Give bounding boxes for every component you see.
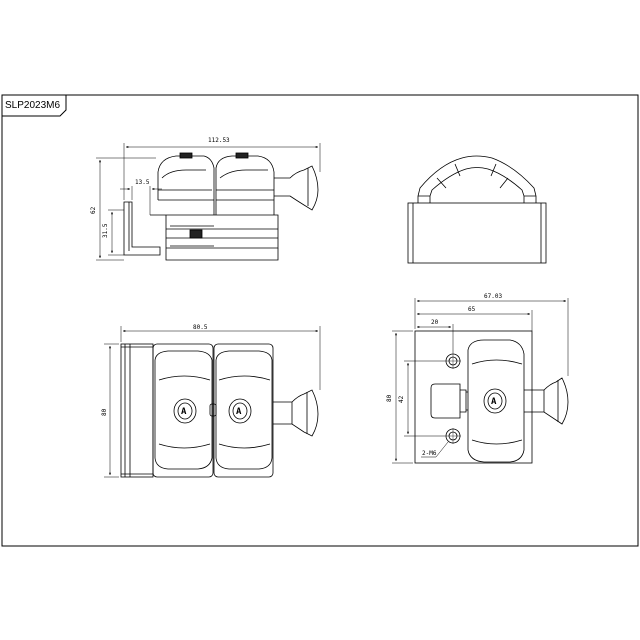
mounting-overall-width-label: 67.03 xyxy=(484,293,502,300)
side-view-dimensions xyxy=(96,143,321,261)
mounting-view-dimensions xyxy=(392,298,569,464)
side-overall-width-label: 112.53 xyxy=(208,137,230,144)
side-inner-height-label: 31.5 xyxy=(102,223,109,238)
mounting-height-label: 80 xyxy=(386,394,393,402)
mounting-hole-offset-label: 20 xyxy=(431,319,439,326)
part-number-label: SLP2023M6 xyxy=(5,100,60,111)
front-logo-left: A xyxy=(181,407,187,417)
top-view xyxy=(407,155,547,264)
mounting-width-label: 65 xyxy=(468,306,476,313)
mounting-logo: A xyxy=(491,397,497,407)
front-height-label: 80 xyxy=(101,408,108,416)
side-offset-label: 13.5 xyxy=(135,179,150,186)
drawing-frame xyxy=(1,94,639,547)
side-view xyxy=(123,152,319,261)
mounting-holes-note: 2-M6 xyxy=(422,450,437,457)
mounting-view xyxy=(414,330,569,464)
front-view xyxy=(120,343,319,478)
side-height-label: 62 xyxy=(90,206,97,214)
front-overall-width-label: 80.5 xyxy=(193,324,208,331)
mounting-hole-spacing-label: 42 xyxy=(398,395,405,403)
front-logo-right: A xyxy=(236,407,242,417)
front-view-dimensions xyxy=(104,326,321,478)
